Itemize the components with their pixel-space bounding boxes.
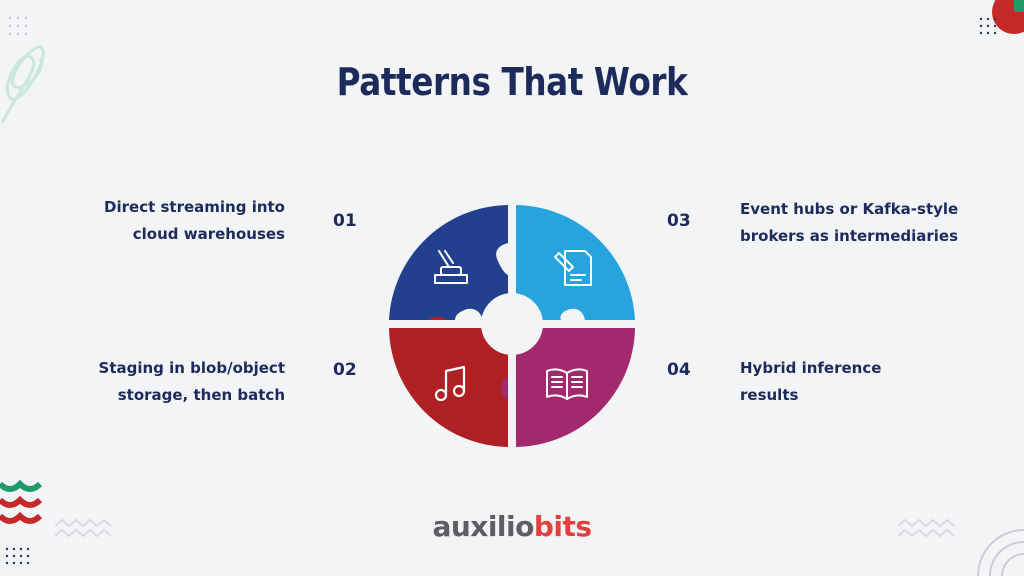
- brand-logo: auxiliobits: [0, 510, 1024, 543]
- logo-part1: auxilio: [432, 510, 534, 543]
- puzzle-piece-03: [516, 205, 635, 320]
- puzzle-diagram: [385, 203, 639, 453]
- decorative-arcs: [977, 529, 1024, 576]
- pattern-01-number: 01: [333, 211, 357, 231]
- decorative-dot-grid-right: [979, 17, 997, 35]
- pattern-03-line2: brokers as intermediaries: [740, 227, 959, 245]
- decorative-scribble: [0, 45, 45, 124]
- pattern-01-label: Direct streaming into cloud warehouses: [85, 194, 285, 248]
- pattern-02-label: Staging in blob/object storage, then bat…: [85, 355, 285, 409]
- decorative-zigzag-right: [898, 518, 955, 538]
- pattern-03-label: Event hubs or Kafka-style brokers as int…: [740, 196, 980, 250]
- decorative-corner-circle: [992, 0, 1024, 34]
- open-book-icon: [546, 368, 588, 400]
- pattern-02-line2: storage, then batch: [117, 386, 285, 404]
- page-title: Patterns That Work: [336, 60, 688, 104]
- pattern-02-number: 02: [333, 360, 357, 380]
- decorative-zigzag-left: [55, 518, 112, 538]
- pattern-01-line2: cloud warehouses: [132, 225, 285, 243]
- puzzle-piece-02: [389, 316, 508, 447]
- document-pen-icon: [554, 250, 592, 286]
- decorative-dot-grid: [8, 16, 28, 36]
- pattern-03-number: 03: [667, 211, 691, 231]
- pattern-03-line1: Event hubs or Kafka-style: [740, 200, 959, 218]
- pattern-04-number: 04: [667, 360, 691, 380]
- pattern-04-line2: results: [740, 386, 799, 404]
- pattern-02-line1: Staging in blob/object: [98, 359, 285, 377]
- pattern-04-label: Hybrid inference results: [740, 355, 980, 409]
- decorative-wave-stack: [0, 479, 43, 524]
- music-note-icon: [434, 365, 466, 402]
- pattern-04-line1: Hybrid inference: [740, 359, 882, 377]
- pattern-01-line1: Direct streaming into: [104, 198, 285, 216]
- decorative-dot-grid-bottom: [5, 547, 30, 565]
- inbox-tray-icon: [434, 250, 468, 284]
- puzzle-piece-01: [389, 205, 508, 320]
- logo-part2: bits: [533, 510, 592, 543]
